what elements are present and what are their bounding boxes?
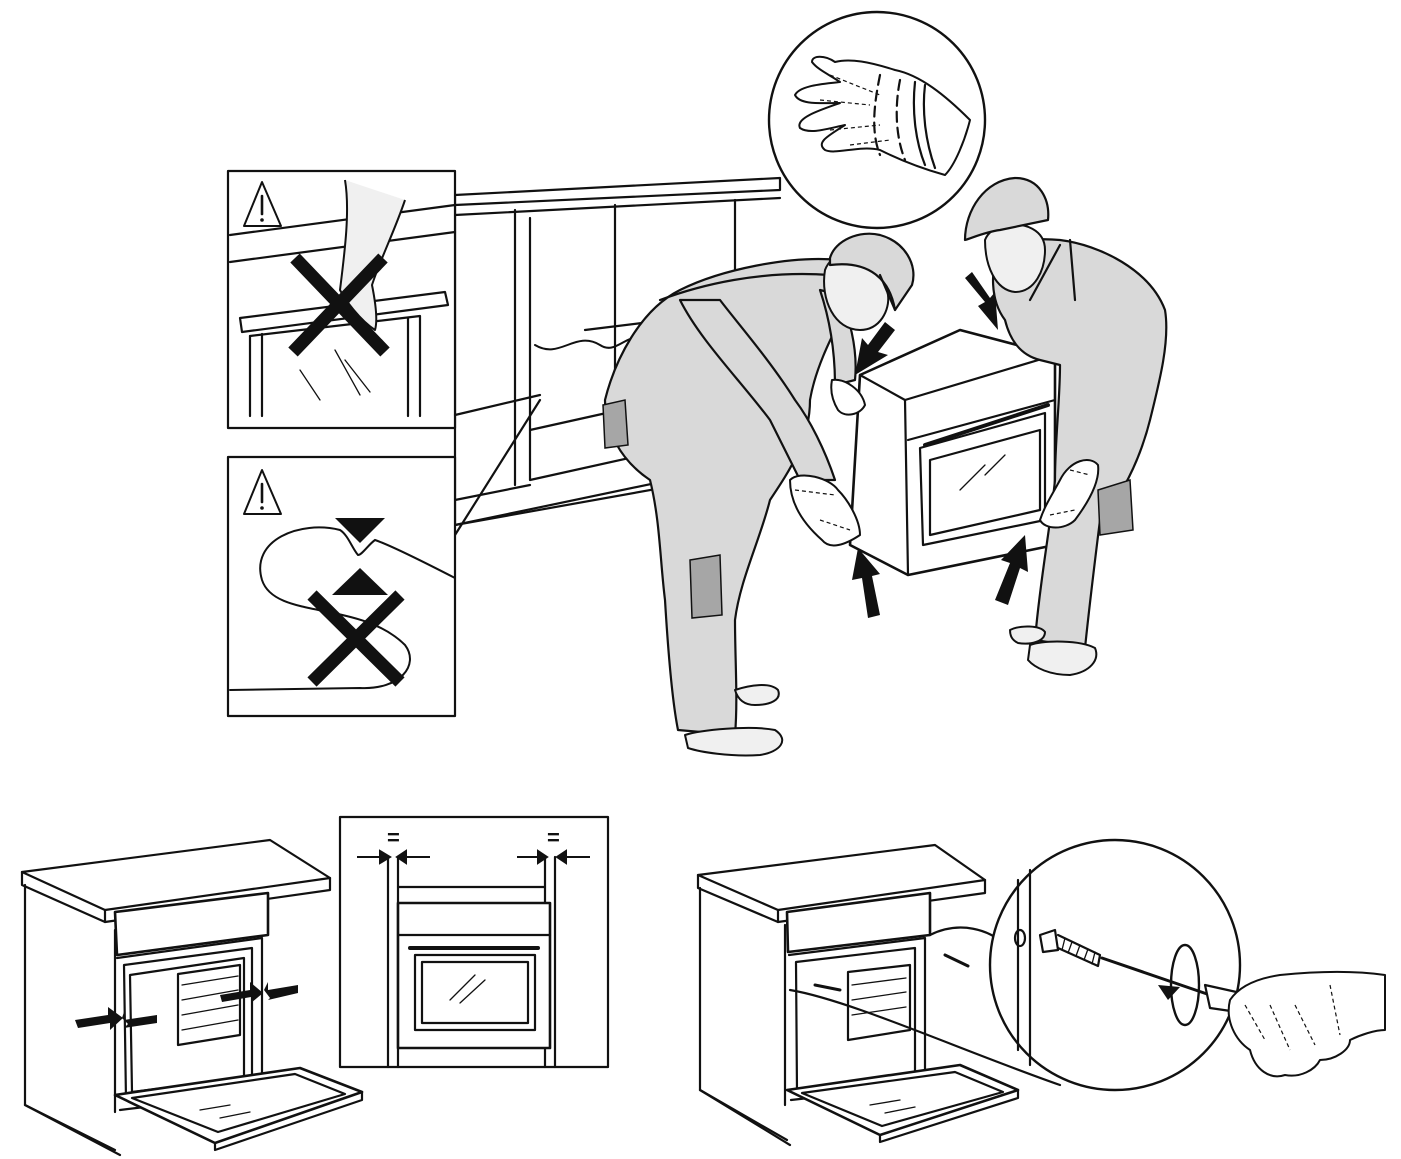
warning-panel-cable xyxy=(228,457,455,716)
gloved-hand xyxy=(1229,972,1385,1076)
equal-sign-left: = xyxy=(387,825,400,850)
screw-fixing-detail xyxy=(698,840,1385,1145)
warning-panel-handle xyxy=(228,171,455,428)
callout-connector xyxy=(455,395,540,535)
oven-in-cabinet-left xyxy=(22,840,362,1155)
safety-glove-icon xyxy=(769,12,985,228)
equal-sign-right: = xyxy=(547,825,560,850)
centering-detail: = = xyxy=(340,817,608,1067)
